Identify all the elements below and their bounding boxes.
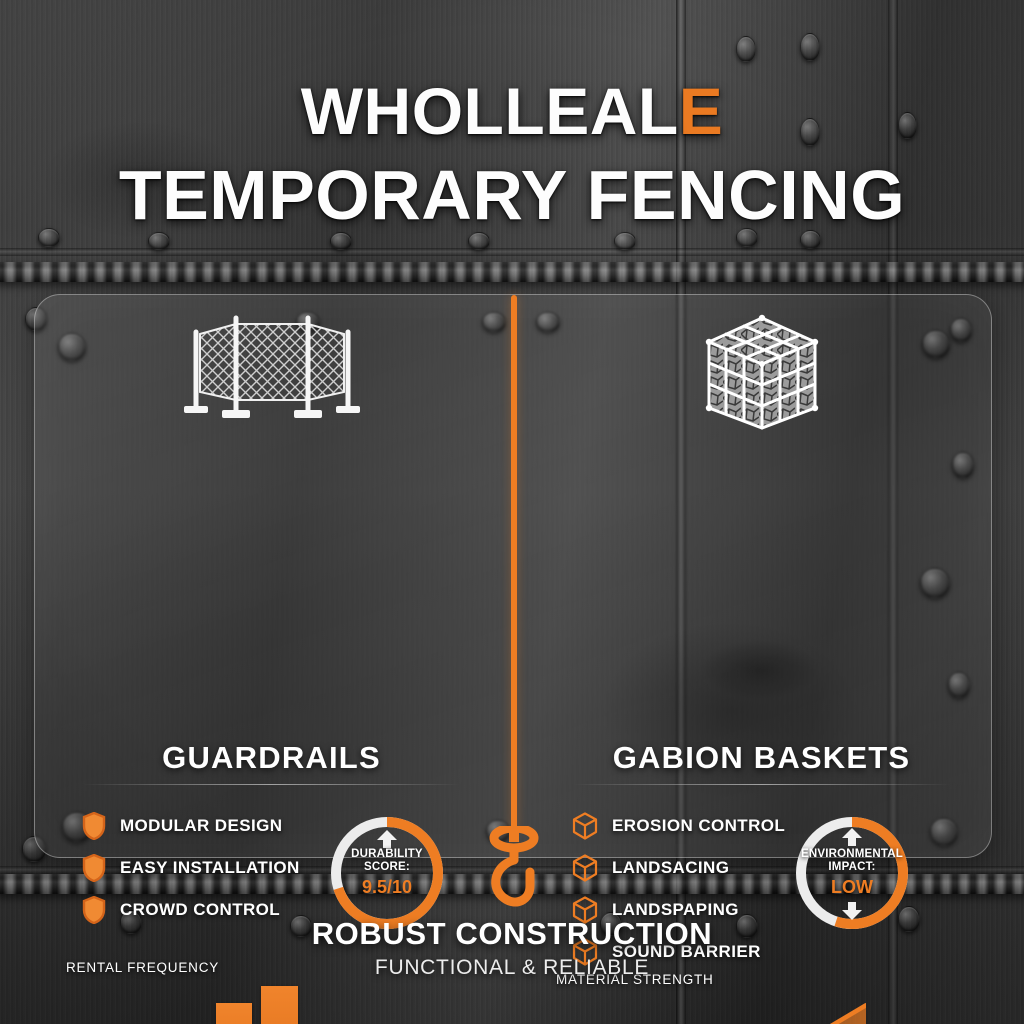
rivet — [290, 915, 312, 937]
page-title-main: WHOLLEAL — [300, 74, 679, 148]
right-feature-list: EROSION CONTROL LANDSACING LANDSPAPING SOUN… — [572, 805, 822, 973]
gauge-text: DURABILITY SCORE: 9.5/10 — [327, 813, 447, 933]
rivet — [38, 228, 60, 247]
list-item-label: EASY INSTALLATION — [120, 858, 300, 877]
area-series — [829, 1002, 866, 1024]
cube-icon — [572, 854, 598, 882]
left-feature-list: MODULAR DESIGN EASY INSTALLATION CROWD CON… — [82, 805, 332, 931]
list-item-label: SOUND BARRIER — [612, 942, 761, 961]
shield-icon — [82, 896, 106, 924]
chart-title: MATERIAL STRENGTH — [556, 972, 714, 987]
cube-icon — [572, 938, 598, 966]
material-strength-chart: MATERIAL STRENGTH MATERIAL STRENGTHGALVA… — [556, 972, 966, 1024]
footer-headline: ROBUST CONSTRUCTION — [311, 916, 713, 951]
gabion-basket-icon — [705, 314, 818, 430]
gauge-label-line2: IMPACT: — [828, 861, 876, 873]
left-panel-title: GUARDRAILS — [162, 740, 381, 775]
gauge-value: 9.5/10 — [361, 877, 413, 897]
rivet — [736, 914, 758, 938]
gauge-ring — [796, 817, 908, 929]
list-item-label: LANDSACING — [612, 858, 730, 877]
rivet — [148, 232, 170, 250]
environmental-impact-gauge: ENVIRONMENTAL IMPACT: LOW — [792, 813, 912, 933]
rivet — [468, 232, 490, 250]
bar-series — [78, 981, 390, 1024]
durability-gauge: DURABILITY SCORE: 9.5/10 — [327, 813, 447, 933]
gauge-label-line1: ENVIRONMENTAL — [800, 848, 904, 860]
shield-icon — [82, 854, 106, 882]
cube-icon — [572, 896, 598, 924]
right-panel-title: GABION BASKETS — [612, 740, 911, 775]
gauge-text: ENVIRONMENTAL IMPACT: LOW — [792, 813, 912, 933]
arrow-up-icon — [842, 828, 862, 846]
arrow-up-icon — [377, 830, 397, 848]
gauge-label-line1: DURABILITY — [351, 848, 423, 860]
list-item[interactable]: MODULAR DESIGN — [82, 805, 332, 847]
page-title-accent-letter: E — [678, 74, 724, 148]
gauge-value: LOW — [831, 877, 873, 897]
bar — [215, 1003, 253, 1024]
gauge-label-line2: SCORE: — [364, 861, 410, 873]
list-item[interactable]: LANDSACING — [572, 847, 822, 889]
rivet — [800, 33, 820, 61]
list-item[interactable]: SOUND BARRIER — [572, 931, 822, 973]
rivet — [898, 112, 917, 139]
list-item[interactable]: LANDSPAPING — [572, 889, 822, 931]
list-item-label: LANDSPAPING — [612, 900, 739, 919]
chart-title: RENTAL FREQUENCY — [66, 960, 220, 975]
rivet — [330, 232, 352, 250]
list-item-label: MODULAR DESIGN — [120, 816, 283, 835]
rivet — [898, 906, 920, 932]
footer-subline: FUNCTIONAL & RELIABLE — [374, 956, 650, 979]
page-title-line1: WHOLLEALE — [0, 78, 1024, 144]
right-panel-divider — [572, 784, 951, 785]
crane-hook-icon — [489, 826, 539, 907]
rivet — [800, 118, 820, 146]
gauge-ring — [331, 817, 443, 929]
rivet — [120, 910, 142, 934]
list-item[interactable]: CROWD CONTROL — [82, 889, 332, 931]
page-title-line2: TEMPORARY FENCING — [118, 156, 906, 234]
rivet — [800, 230, 821, 249]
list-item[interactable]: EASY INSTALLATION — [82, 847, 332, 889]
rivet — [600, 912, 622, 936]
vertical-divider-line — [511, 295, 517, 833]
weld-bead-top — [0, 262, 1024, 282]
rivet — [736, 228, 758, 247]
rental-frequency-chart: RENTAL FREQUENCY EVENTSCONSTRUCTIONPUBLI… — [66, 960, 476, 1024]
left-panel: GUARDRAILS MODULAR DESIGN EASY INSTALLATI… — [44, 300, 499, 1024]
weld-bead-bottom — [0, 874, 1024, 894]
left-panel-divider — [82, 784, 461, 785]
arrow-down-icon — [842, 902, 862, 920]
list-item-label: CROWD CONTROL — [120, 900, 281, 919]
list-item-label: EROSION CONTROL — [612, 816, 786, 835]
rivet — [736, 36, 756, 62]
rivet — [614, 232, 636, 250]
list-item[interactable]: EROSION CONTROL — [572, 805, 822, 847]
right-panel: GABION BASKETS EROSION CONTROL LANDSACING… — [534, 300, 989, 1024]
bar — [261, 986, 299, 1024]
shield-icon — [82, 812, 106, 840]
footer: ROBUST CONSTRUCTION FUNCTIONAL & RELIABL… — [0, 916, 1024, 980]
chain-link-fence-icon — [183, 315, 360, 418]
cube-icon — [572, 812, 598, 840]
